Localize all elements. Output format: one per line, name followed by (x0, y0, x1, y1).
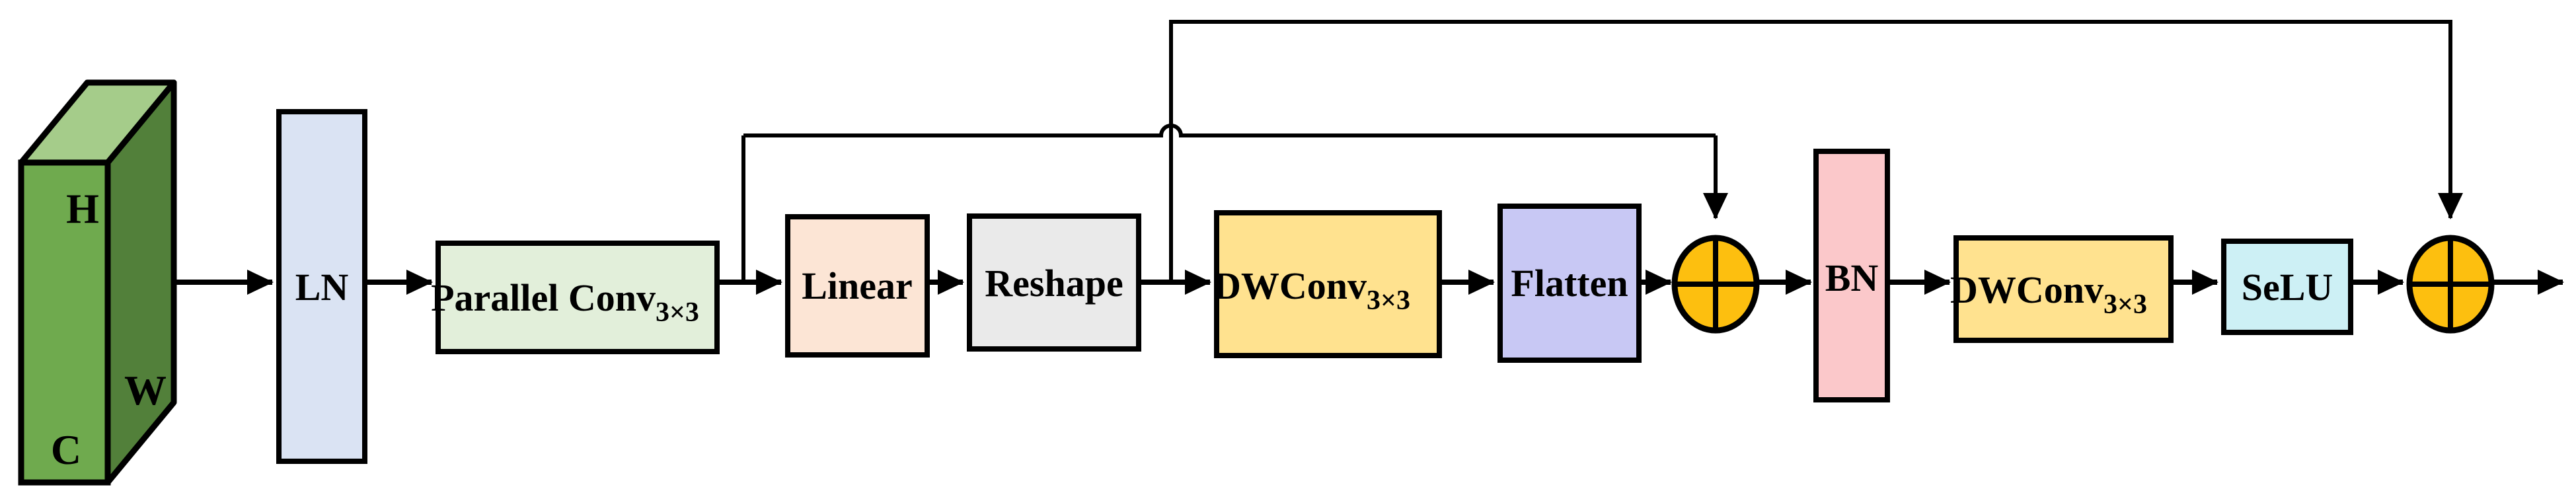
node-dwconv-1-label: DWConv3×3 (1213, 264, 1410, 316)
add-operator-2 (2406, 235, 2495, 334)
node-ln-label: LN (295, 266, 349, 309)
node-linear-label: Linear (802, 264, 913, 307)
node-linear-box (785, 214, 930, 358)
node-parallel-conv-box (436, 241, 720, 354)
node-flatten-label: Flatten (1511, 262, 1628, 305)
input-tensor-front-face (18, 159, 111, 486)
node-dwconv-2-box (1953, 235, 2174, 343)
node-reshape-label: Reshape (985, 262, 1123, 305)
input-tensor: H W C (18, 79, 177, 486)
node-flatten-box (1497, 204, 1642, 363)
node-reshape-box (967, 213, 1141, 352)
add-operator-1 (1671, 235, 1760, 334)
input-channels-label: C (51, 426, 81, 473)
node-ln-box (276, 109, 367, 464)
node-bn-label: BN (1825, 256, 1879, 299)
node-parallel-conv-label-subscript: 3×3 (656, 297, 699, 328)
input-width-label: W (124, 367, 167, 414)
node-dwconv-1-label-subscript: 3×3 (1367, 285, 1410, 316)
node-dwconv-2-label: DWConv3×3 (1950, 268, 2147, 320)
input-height-label: H (66, 185, 99, 232)
node-parallel-conv-label-main: Parallel Conv (431, 276, 656, 319)
skip-connection-1 (743, 124, 1716, 137)
node-boxes: LN Parallel Conv3×3 Linear Reshape DWCon… (276, 109, 2353, 464)
node-dwconv-1-label-main: DWConv (1213, 264, 1367, 307)
node-selu-box (2221, 239, 2353, 335)
node-dwconv-2-label-subscript: 3×3 (2103, 289, 2147, 320)
skip-connection-2 (1169, 20, 2463, 282)
node-dwconv-1-box (1214, 210, 1442, 358)
node-parallel-conv-label: Parallel Conv3×3 (431, 276, 699, 328)
node-dwconv-2-label-main: DWConv (1950, 268, 2103, 311)
node-selu-label: SeLU (2242, 266, 2333, 309)
node-bn-box (1813, 149, 1890, 402)
